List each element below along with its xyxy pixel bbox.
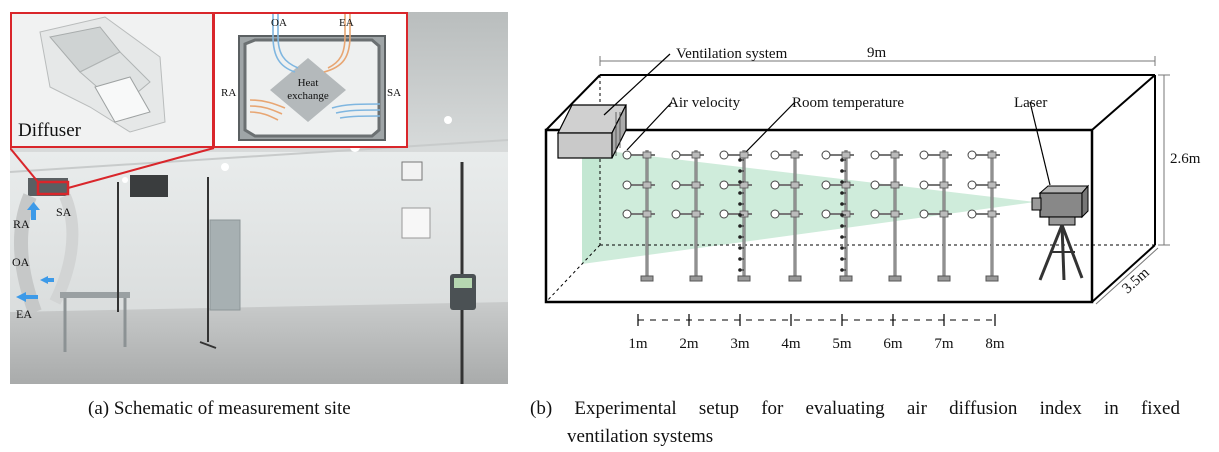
schematic-label-ra: RA (221, 87, 236, 99)
measurement-stand (821, 150, 854, 282)
air-velocity-sensor (671, 209, 681, 219)
air-velocity-sensor (770, 180, 780, 190)
airflow-cone (582, 148, 1035, 264)
air-velocity-sensor (719, 209, 729, 219)
flex-duct (49, 193, 79, 305)
air-velocity-sensor (967, 180, 977, 190)
air-velocity-sensor (622, 209, 632, 219)
caption-b-line1: (b) Experimental setup for evaluating ai… (530, 398, 1180, 419)
schematic-label-sa: SA (387, 87, 401, 99)
wall-panel (130, 175, 168, 197)
air-velocity-sensor (821, 150, 831, 160)
heat-exchange-label-line1: Heat (298, 77, 319, 89)
left-arrow-icon (16, 292, 38, 302)
heat-exchange-label-line2: exchange (287, 90, 329, 102)
measurement-stand (919, 150, 952, 282)
air-velocity-sensor (870, 209, 880, 219)
up-arrow-icon (27, 202, 40, 220)
distance-tick-label: 2m (679, 336, 699, 352)
label-ventilation-system: Ventilation system (676, 46, 788, 62)
caption-b-line2: ventilation systems (567, 426, 714, 447)
laser-device (1031, 184, 1090, 281)
photo-label-oa: OA (12, 255, 30, 269)
ceiling-light (221, 163, 229, 171)
air-velocity-sensor (719, 180, 729, 190)
measurement-stand (870, 150, 903, 282)
air-velocity-sensor (770, 209, 780, 219)
caption-a: (a) Schematic of measurement site (88, 398, 351, 419)
floor (10, 302, 508, 384)
measurement-site-photo: RA SA OA EA Diffuser (10, 12, 508, 384)
air-velocity-sensor (622, 150, 632, 160)
schematic-label-oa: OA (271, 17, 287, 29)
label-width: 9m (867, 45, 887, 61)
air-velocity-sensor (967, 209, 977, 219)
distance-tick-label: 4m (781, 336, 801, 352)
photo-label-ra: RA (13, 217, 30, 231)
air-velocity-sensor (671, 180, 681, 190)
measurement-stand (719, 150, 752, 282)
ceiling-light (122, 177, 128, 183)
distance-tick-label: 5m (832, 336, 852, 352)
ceiling-light (444, 116, 452, 124)
schematic-label-ea: EA (339, 17, 354, 29)
label-air-velocity: Air velocity (668, 95, 741, 111)
air-velocity-sensor (770, 150, 780, 160)
ventilation-unit-box (557, 132, 613, 159)
measurement-stand (671, 150, 704, 282)
air-velocity-sensor (919, 180, 929, 190)
distance-tick-label: 8m (985, 336, 1005, 352)
diffuser-label: Diffuser (18, 120, 82, 141)
air-velocity-sensor (967, 150, 977, 160)
heat-exchange-core (270, 58, 346, 122)
experimental-setup-diagram: 1m 2m 3m 4m 5m 6m 7m 8m Ventilation system 9m A… (530, 30, 1210, 360)
air-velocity-sensor (870, 180, 880, 190)
table (60, 292, 130, 298)
distance-tick-label: 3m (730, 336, 750, 352)
air-velocity-sensor (919, 150, 929, 160)
air-velocity-sensor (821, 209, 831, 219)
depth-dimension-line (1095, 247, 1159, 305)
photo-label-sa: SA (56, 205, 72, 219)
air-velocity-sensor (821, 180, 831, 190)
air-velocity-sensor (870, 150, 880, 160)
door (209, 219, 241, 311)
measurement-stand (967, 150, 1000, 282)
photo-label-ea: EA (16, 307, 32, 321)
wall (10, 152, 508, 327)
distance-tick-label: 1m (628, 336, 648, 352)
air-velocity-sensor (622, 180, 632, 190)
measurement-stand (622, 150, 655, 282)
diffuser-inset: Diffuser (10, 12, 214, 148)
measurement-stand (770, 150, 803, 282)
room-front-face (544, 128, 1094, 304)
distance-tick-label: 7m (934, 336, 954, 352)
distance-tick-label: 6m (883, 336, 903, 352)
label-laser: Laser (1014, 95, 1047, 111)
air-velocity-sensor (719, 150, 729, 160)
air-velocity-sensor (671, 150, 681, 160)
wall-device (401, 161, 423, 181)
wall-sign (401, 207, 431, 239)
label-room-temperature: Room temperature (792, 95, 904, 111)
heat-exchanger-inset: OA EA RA SA Heat exchange (213, 12, 408, 148)
air-velocity-sensor (919, 209, 929, 219)
left-arrow-icon (40, 276, 54, 284)
label-depth: 3.5m (1119, 265, 1153, 297)
label-height: 2.6m (1170, 151, 1201, 167)
